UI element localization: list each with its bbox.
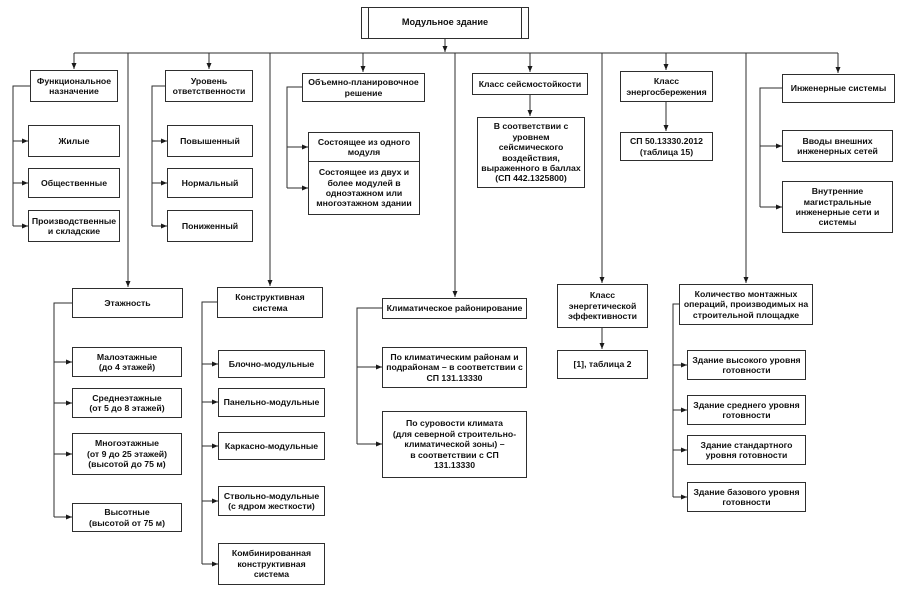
- node-climatic-regions: По климатическим районам и подрайонам – …: [382, 347, 527, 388]
- node-residential: Жилые: [28, 125, 120, 157]
- node-trunk-modular: Ствольно-модульные (с ядром жесткости): [218, 486, 325, 516]
- node-standard-readiness: Здание стандартного уровня готовности: [687, 435, 806, 465]
- node-industrial-warehouse: Производственные и складские: [28, 210, 120, 242]
- node-frame-modular: Каркасно-модульные: [218, 432, 325, 460]
- node-storeys: Этажность: [72, 288, 183, 318]
- node-multi-module: Состоящее из двух и более модулей в одно…: [308, 161, 420, 215]
- node-assembly-operations: Количество монтажных операций, производи…: [679, 284, 813, 325]
- double-border-bar-right: [521, 8, 522, 38]
- node-combined-system: Комбинированная конструктивная система: [218, 543, 325, 585]
- node-mid-rise: Среднеэтажные (от 5 до 8 этажей): [72, 388, 182, 418]
- node-public: Общественные: [28, 168, 120, 198]
- node-internal-networks: Внутренние магистральные инженерные сети…: [782, 181, 893, 233]
- node-single-module: Состоящее из одного модуля: [308, 132, 420, 162]
- node-structural-system: Конструктивная система: [217, 287, 323, 318]
- node-reduced: Пониженный: [167, 210, 253, 242]
- node-modular-building: Модульное здание: [361, 7, 529, 39]
- node-high-rise: Высотные (высотой от 75 м): [72, 503, 182, 532]
- node-engineering-systems: Инженерные системы: [782, 74, 895, 103]
- node-seismic-class: Класс сейсмостойкости: [472, 73, 588, 95]
- node-basic-readiness: Здание базового уровня готовности: [687, 482, 806, 512]
- node-multi-storey: Многоэтажные (от 9 до 25 этажей) (высото…: [72, 433, 182, 475]
- node-medium-readiness: Здание среднего уровня готовности: [687, 395, 806, 425]
- node-climate-severity: По суровости климата (для северной строи…: [382, 411, 527, 478]
- node-climatic-zoning: Климатическое районирование: [382, 298, 527, 319]
- node-high-readiness: Здание высокого уровня готовности: [687, 350, 806, 380]
- double-border-bar-left: [368, 8, 369, 38]
- node-energy-saving-class: Класс энергосбережения: [620, 71, 713, 102]
- node-energy-saving-ref: СП 50.13330.2012 (таблица 15): [620, 132, 713, 161]
- node-seismic-ref: В соответствии с уровнем сейсмического в…: [477, 117, 585, 188]
- node-table-2-ref: [1], таблица 2: [557, 350, 648, 379]
- node-space-planning: Объемно-планировочное решение: [302, 73, 425, 102]
- node-energy-efficiency-class: Класс энергетической эффективности: [557, 284, 648, 328]
- node-responsibility-level: Уровень ответственности: [165, 70, 253, 102]
- node-external-network-inputs: Вводы внешних инженерных сетей: [782, 130, 893, 162]
- node-low-rise: Малоэтажные (до 4 этажей): [72, 347, 182, 377]
- node-panel-modular: Панельно-модульные: [218, 388, 325, 417]
- node-increased: Повышенный: [167, 125, 253, 157]
- node-normal: Нормальный: [167, 168, 253, 198]
- node-functional-purpose: Функциональное назначение: [30, 70, 118, 102]
- node-block-modular: Блочно-модульные: [218, 350, 325, 378]
